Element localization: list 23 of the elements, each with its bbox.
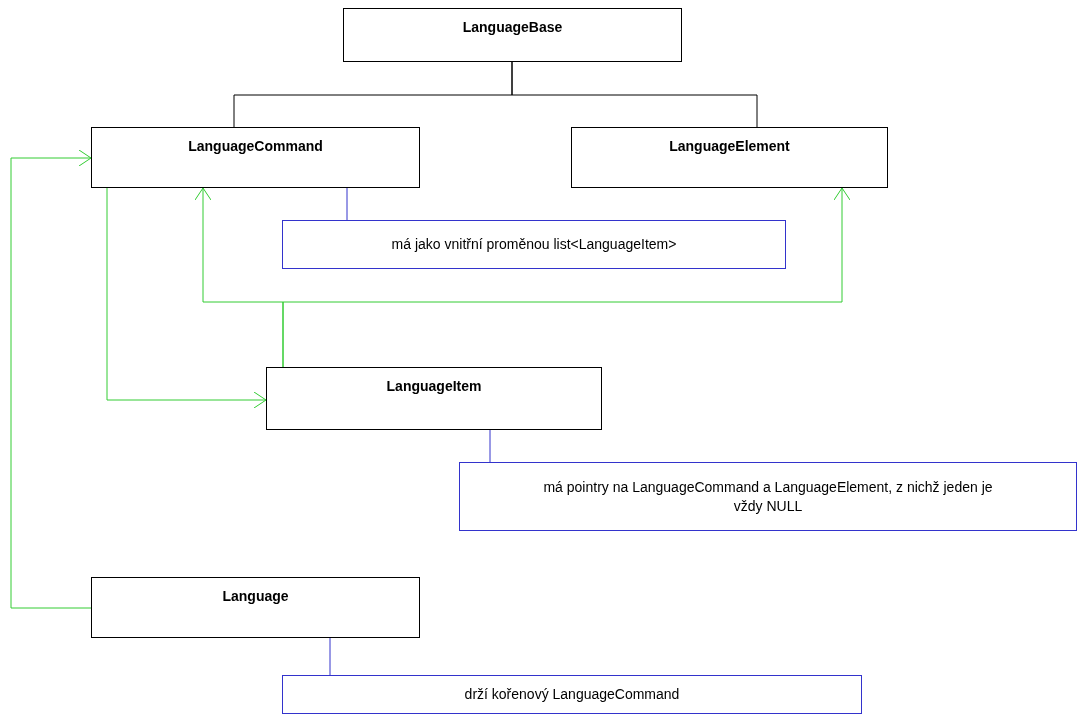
connector-line	[489, 429, 491, 463]
class-box	[91, 577, 420, 638]
arrow	[10, 149, 92, 609]
note-text: má pointry na LanguageCommand a LanguageElement, z nichž jeden je vždy NULL	[542, 477, 994, 516]
connector-line	[329, 637, 331, 676]
class-box	[266, 367, 602, 430]
class-name: LanguageBase	[462, 18, 563, 37]
note-text: má jako vnitřní proměnou list<LanguageItem>	[391, 235, 677, 254]
note-text: drží kořenový LanguageCommand	[464, 685, 680, 704]
class-box	[91, 127, 420, 188]
class-name: LanguageElement	[669, 137, 790, 156]
connector-line	[511, 61, 758, 128]
note-box	[282, 675, 862, 714]
connector-line	[346, 187, 348, 221]
class-name: LanguageItem	[386, 377, 482, 396]
arrow	[282, 187, 851, 368]
note-box	[282, 220, 786, 269]
class-name: LanguageCommand	[188, 137, 323, 156]
arrow	[106, 187, 267, 409]
class-box	[571, 127, 888, 188]
class-box	[343, 8, 682, 62]
class-name: Language	[222, 587, 289, 606]
note-box	[459, 462, 1077, 531]
